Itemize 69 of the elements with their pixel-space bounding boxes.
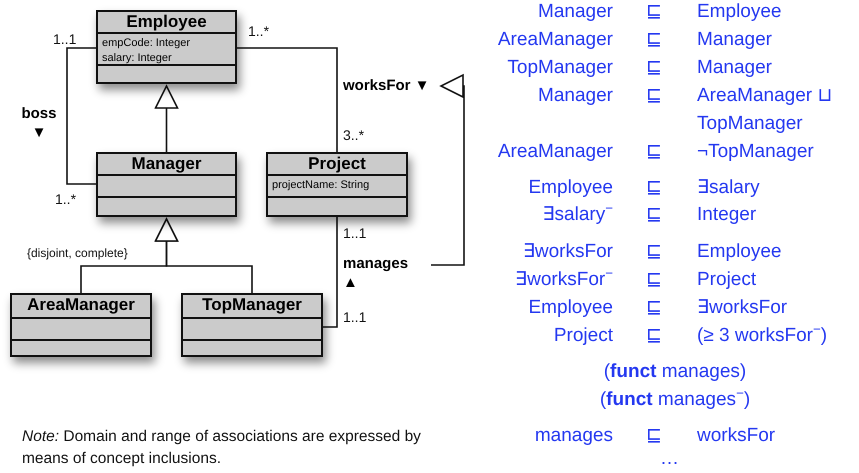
association-line <box>237 47 338 152</box>
subsumption-sign: ⊑ <box>646 177 662 199</box>
axiom-term: Project <box>554 325 613 347</box>
class-box <box>10 293 152 357</box>
attribute-text: salary: Integer <box>102 51 173 66</box>
axiom-term: Project <box>697 269 756 291</box>
axiom-term: Manager <box>697 57 772 79</box>
edge-label: worksFor ▼ <box>343 76 431 95</box>
multiplicity-label: 1..* <box>55 191 76 207</box>
axiom-term: ∃salary <box>697 177 760 199</box>
axiom-term: Employee <box>697 1 782 23</box>
axiom-term: AreaManager <box>498 29 613 51</box>
axiom-term: Manager <box>538 1 613 23</box>
axiom-term: ¬TopManager <box>697 141 814 163</box>
attribute-text: empCode: Integer <box>102 36 192 51</box>
axiom-term: ∃salary$^{−}$ <box>542 204 613 226</box>
class-name: Employee <box>126 12 207 31</box>
axiom-term: (≥ 3 worksFor$^{−}$) <box>697 325 828 347</box>
class-box <box>181 293 323 357</box>
axiom-term: Manager <box>538 85 613 107</box>
subsumption-sign: ⊑ <box>646 204 662 226</box>
class-name: Manager <box>132 154 202 173</box>
multiplicity-label: 1..1 <box>53 31 76 47</box>
axiom-term: ∃worksFor <box>522 241 613 263</box>
multiplicity-label: 1..* <box>248 23 270 39</box>
subsumption-sign: ⊑ <box>646 325 662 347</box>
subsumption-sign: ⊑ <box>646 29 662 51</box>
note-text: Note: Domain and range of associations are expressed by means of concept inclusions. <box>22 427 422 469</box>
attribute-text: projectName: String <box>272 178 370 193</box>
subsumption-sign: ⊑ <box>646 85 662 107</box>
axiom-term: Employee <box>528 177 613 199</box>
constraint-label: {disjoint, complete} <box>27 246 128 260</box>
axiom-term: Employee <box>697 241 782 263</box>
axiom-term: AreaManager <box>498 141 613 163</box>
subsumption-sign: ⊑ <box>646 241 662 263</box>
multiplicity-label: 1..1 <box>343 225 366 241</box>
generalization-arrow <box>154 218 253 293</box>
subsumption-sign: ⊑ <box>646 141 662 163</box>
subsumption-sign: ⊑ <box>646 57 662 79</box>
axiom-term: ∃worksFor <box>697 297 788 319</box>
axiom-text: (funct manages$^{−}$) <box>598 389 752 411</box>
axiom-term: manages <box>534 425 613 447</box>
class-box <box>96 152 237 217</box>
axiom-term: worksFor <box>697 425 776 447</box>
subsumption-sign: ⊑ <box>646 297 662 319</box>
association-name: manages ▲ <box>343 254 423 292</box>
axiom-term: Integer <box>697 204 756 226</box>
association-line <box>323 217 338 328</box>
ellipsis-text: … <box>660 448 679 470</box>
generalization-arrow <box>154 85 178 152</box>
subsumption-sign: ⊑ <box>646 1 662 23</box>
axiom-term: Manager <box>697 29 772 51</box>
subsumption-sign: ⊑ <box>646 269 662 291</box>
axiom-term: AreaManager ⊔ TopManager <box>697 84 834 136</box>
class-box <box>96 10 237 84</box>
class-box <box>266 152 408 217</box>
edge-label: boss ▼ <box>20 104 58 142</box>
multiplicity-label: 1..1 <box>343 309 366 325</box>
axiom-term: TopManager <box>507 57 613 79</box>
class-name: AreaManager <box>27 295 135 314</box>
generalization-arrow <box>431 74 465 266</box>
subsumption-sign: ⊑ <box>646 425 662 447</box>
axiom-term: ∃worksFor$^{−}$ <box>515 269 613 291</box>
multiplicity-label: 3..* <box>343 127 364 143</box>
axiom-text: (funct manages) <box>602 361 748 383</box>
class-name: Project <box>308 154 366 173</box>
axiom-term: Employee <box>528 297 613 319</box>
class-name: TopManager <box>202 295 302 314</box>
association-line <box>66 47 96 185</box>
